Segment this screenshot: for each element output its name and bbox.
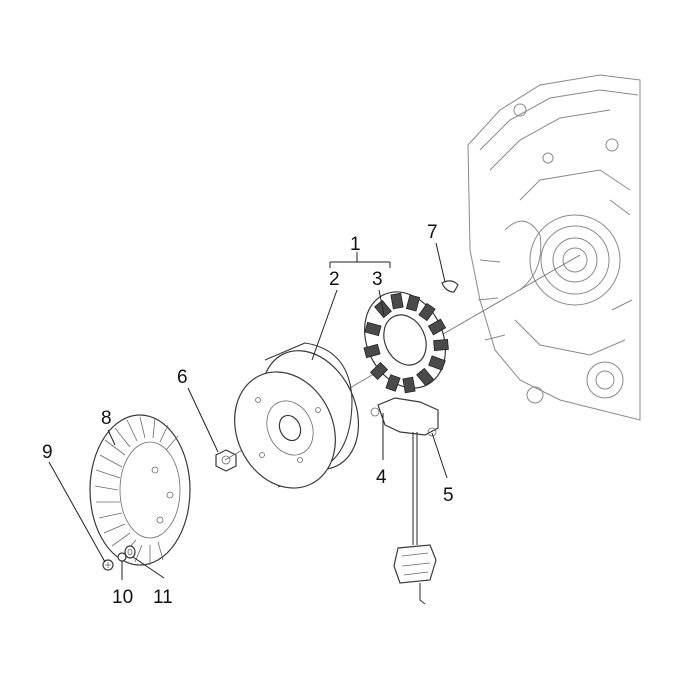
callout-7: 7: [427, 222, 438, 243]
leader-lines: [48, 242, 448, 580]
callout-9: 9: [42, 442, 53, 463]
callout-10: 10: [112, 587, 133, 608]
flywheel-rotor: [234, 342, 360, 489]
flywheel-nut: [215, 449, 237, 472]
fan-screw: [102, 559, 114, 571]
wiring-harness: [393, 432, 437, 605]
callout-labels: 1 2 3 4 5 6 7 8 9 10 11: [42, 222, 454, 608]
callout-5: 5: [443, 485, 454, 506]
callout-8: 8: [101, 408, 112, 429]
stator: [363, 291, 449, 394]
pickup-bracket: [370, 397, 439, 437]
cooling-fan: [89, 414, 191, 566]
callout-11: 11: [153, 587, 173, 608]
callout-1: 1: [350, 234, 361, 255]
callout-2: 2: [329, 269, 340, 290]
callout-4: 4: [376, 467, 387, 488]
woodruff-key: [441, 280, 459, 293]
callout-3: 3: [372, 269, 383, 290]
engine-crankcase: [467, 74, 641, 421]
callout-6: 6: [177, 367, 188, 388]
fan-washer-large: [124, 545, 136, 559]
